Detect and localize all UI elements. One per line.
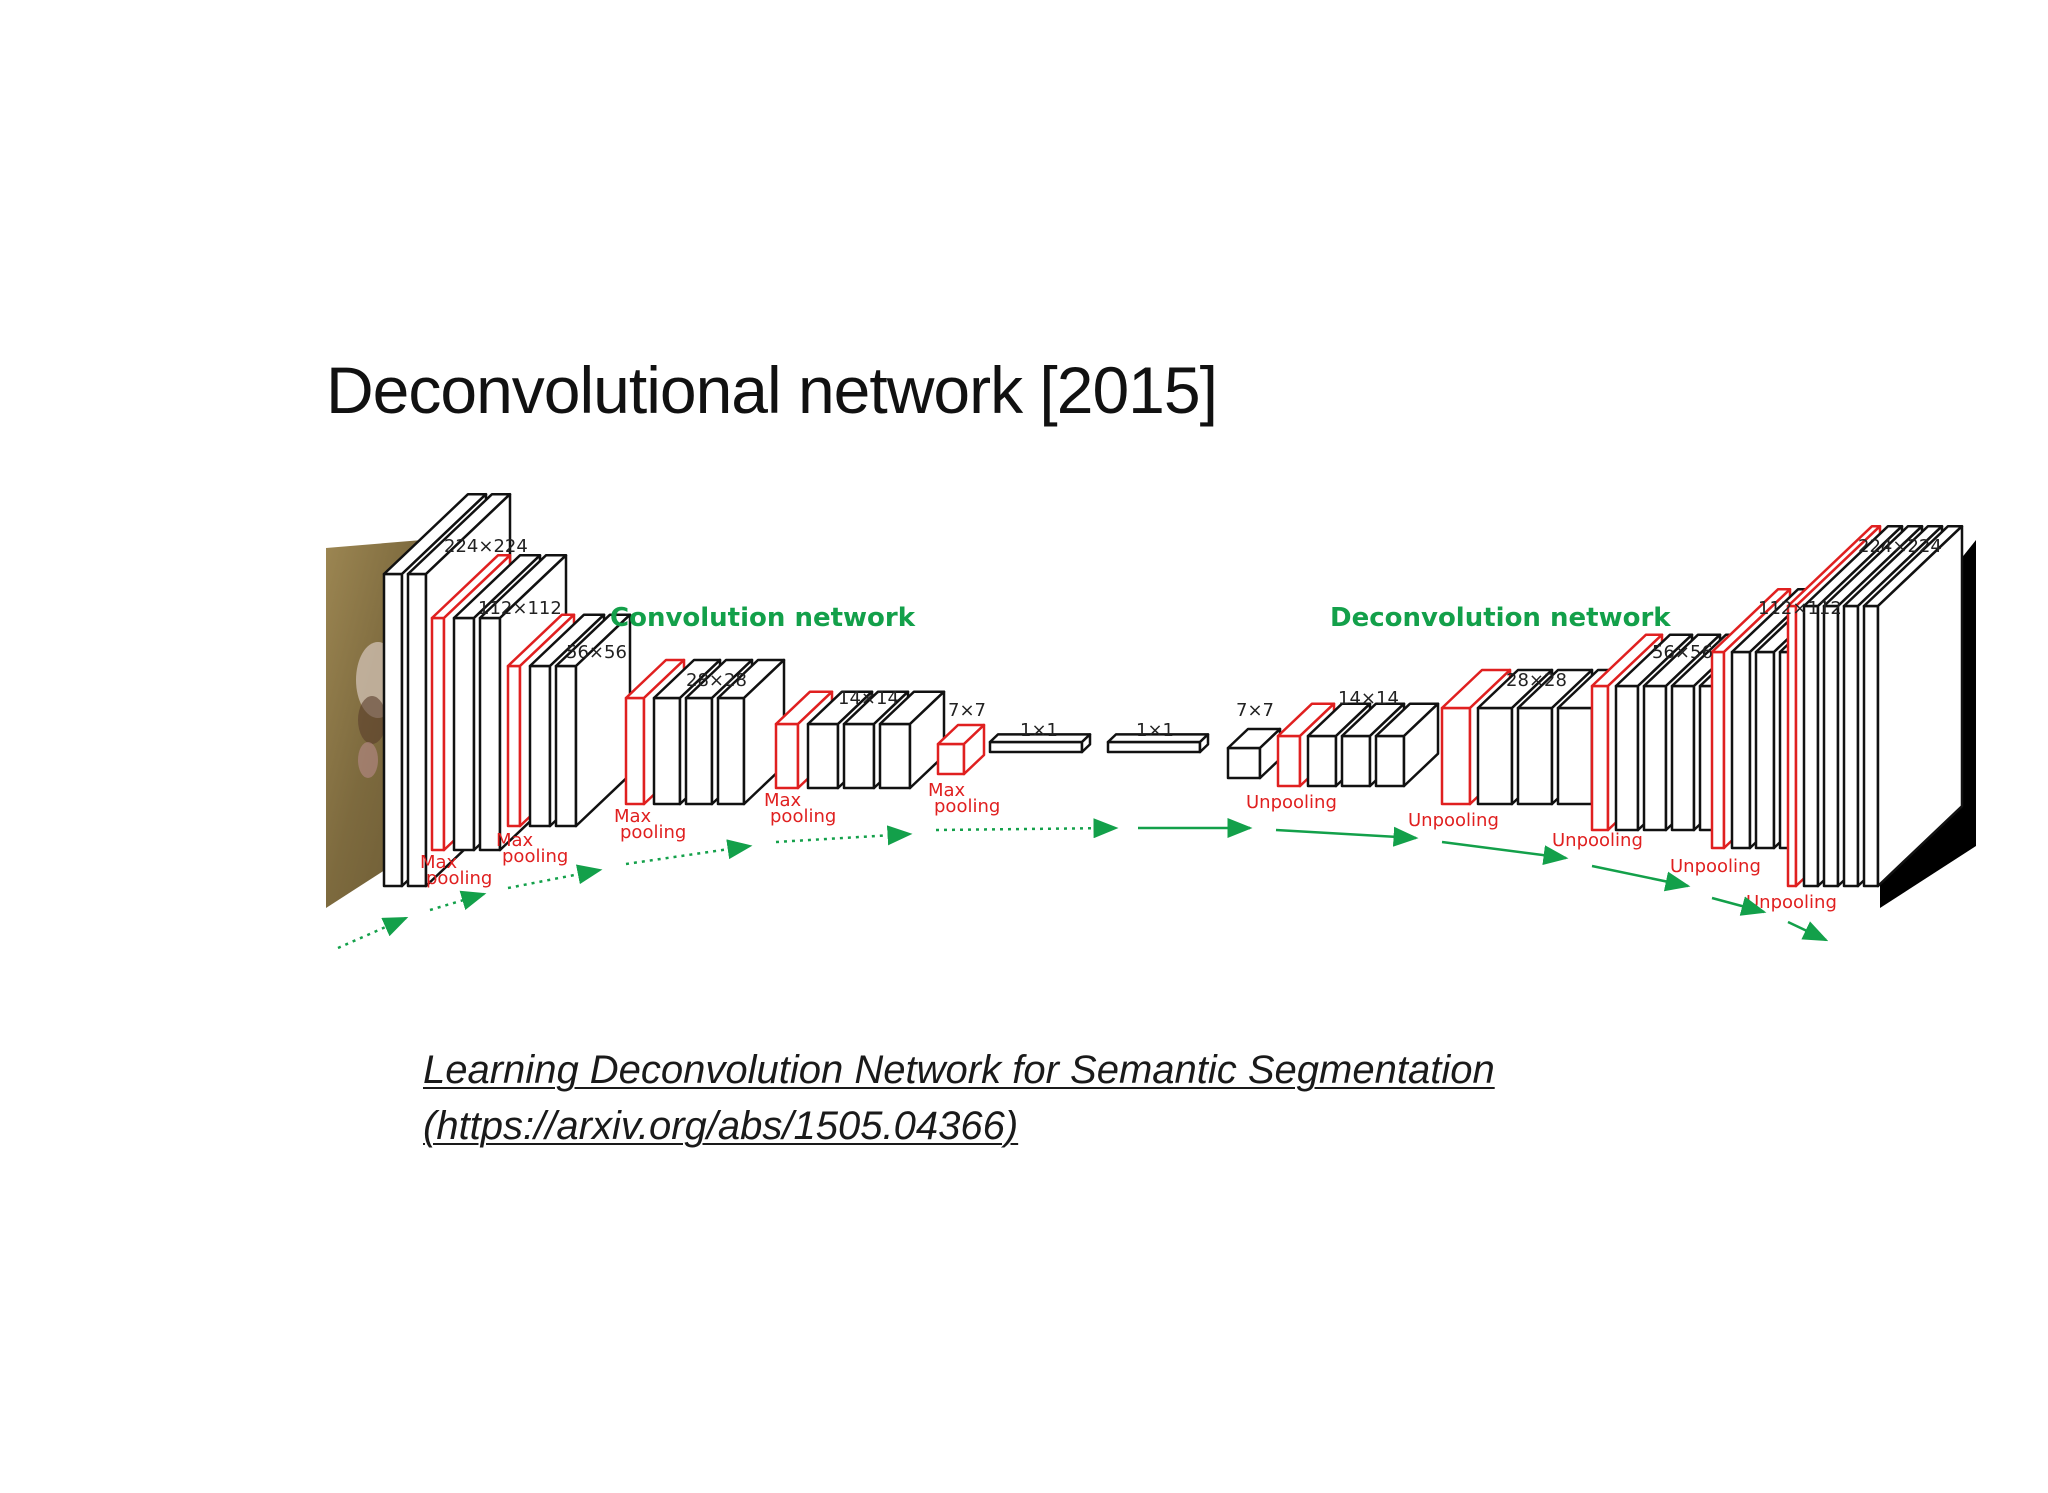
deconv-size-label-6: 224×224 — [1858, 536, 1942, 557]
deconv-size-label-4: 56×56 — [1652, 642, 1713, 663]
slide-title: Deconvolutional network [2015] — [326, 353, 1218, 427]
conv-size-label-1: 112×112 — [478, 598, 562, 619]
unpooling-label-4: Unpooling — [1746, 892, 1837, 913]
conv-layer-4-2 — [878, 690, 946, 790]
conv-size-label-5: 7×7 — [948, 700, 986, 721]
flow-arrow-10 — [1711, 896, 1767, 916]
flow-arrow-9 — [1591, 864, 1691, 892]
flow-arrow-7 — [1275, 826, 1419, 847]
flow-arrows — [337, 818, 1829, 950]
pooling-label-4: pooling — [934, 796, 1000, 817]
flow-arrow-8 — [1441, 840, 1569, 866]
deconv-size-label-0: 1×1 — [1136, 720, 1174, 741]
conv-network-title: Convolution network — [610, 603, 916, 633]
citation-url-link[interactable]: (https://arxiv.org/abs/1505.04366) — [423, 1104, 1019, 1148]
flow-arrow-11 — [1787, 920, 1829, 942]
flow-arrow-5 — [935, 818, 1119, 839]
max-label-4: Max — [928, 780, 966, 801]
flow-arrow-2 — [507, 864, 603, 890]
deconv-size-label-2: 14×14 — [1338, 688, 1399, 709]
conv-size-label-4: 14×14 — [838, 688, 899, 709]
unpooling-label-2: Unpooling — [1552, 830, 1643, 851]
pool-layer-enc-5 — [936, 723, 986, 776]
conv-size-label-2: 56×56 — [566, 642, 627, 663]
deconv-size-label-3: 28×28 — [1506, 670, 1567, 691]
flow-arrow-0 — [337, 916, 409, 950]
pooling-label-1: pooling — [502, 846, 568, 867]
fc-layer-2 — [1106, 733, 1210, 754]
citation-title-link[interactable]: Learning Deconvolution Network for Seman… — [423, 1048, 1495, 1092]
pooling-label-3: pooling — [770, 806, 836, 827]
deconv-size-label-5: 112×112 — [1758, 598, 1842, 619]
deconv-size-label-1: 7×7 — [1236, 700, 1274, 721]
deconv-network-title: Deconvolution network — [1330, 603, 1671, 633]
fc-layer-1 — [988, 733, 1092, 754]
max-label-3: Max — [764, 790, 802, 811]
flow-arrow-3 — [625, 839, 753, 866]
flow-arrow-1 — [429, 890, 487, 912]
conv-size-label-0: 224×224 — [444, 536, 528, 557]
max-label-0: Max — [420, 852, 458, 873]
pooling-label-0: pooling — [426, 868, 492, 889]
conv-size-label-3: 28×28 — [686, 670, 747, 691]
network-labels: 224×224 112×112 56×56 28×28 14×14 7×7 1×1 1×1 7×… — [420, 536, 1942, 913]
deconv-layer-1-2 — [1374, 702, 1440, 788]
max-label-1: Max — [496, 830, 534, 851]
deconv-layer-5-3 — [1862, 524, 1964, 888]
pooling-label-2: pooling — [620, 822, 686, 843]
unpooling-label-0: Unpooling — [1246, 792, 1337, 813]
unpooling-label-3: Unpooling — [1670, 856, 1761, 877]
deconv-layer-0-0 — [1226, 727, 1282, 780]
unpooling-label-1: Unpooling — [1408, 810, 1499, 831]
conv-size-label-6: 1×1 — [1020, 720, 1058, 741]
flow-arrow-4 — [775, 825, 913, 846]
network-layers — [382, 492, 1964, 888]
max-label-2: Max — [614, 806, 652, 827]
